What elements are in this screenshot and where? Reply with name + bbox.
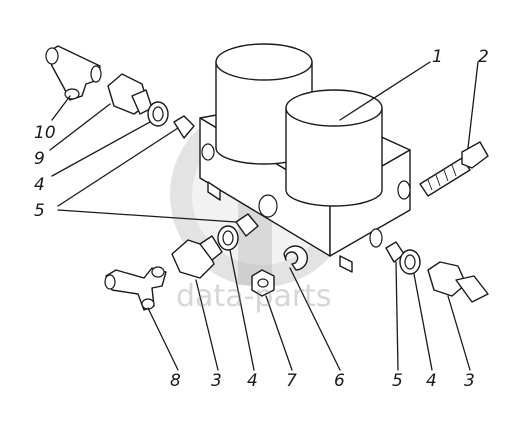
- callout-5-upper: 5: [34, 201, 45, 221]
- washer-upper: [147, 101, 169, 127]
- watermark-text: data-parts: [176, 279, 332, 314]
- callout-4-middle: 4: [247, 371, 258, 391]
- callout-3-middle: 3: [211, 371, 222, 391]
- sleeve-middle: [235, 213, 259, 237]
- union-nut-upper: [107, 73, 153, 115]
- bolt-part: [419, 141, 489, 197]
- leader-lines: [49, 61, 479, 371]
- callout-7: 7: [286, 371, 297, 391]
- fitting-middle: [171, 235, 223, 279]
- callout-4-right: 4: [426, 371, 437, 391]
- tee-fitting-upper: [45, 45, 102, 101]
- washer-middle: [217, 225, 239, 251]
- nut-part: [251, 269, 275, 297]
- callout-9: 9: [34, 149, 45, 169]
- callout-8: 8: [170, 371, 181, 391]
- sleeve-upper: [173, 115, 195, 139]
- callout-10: 10: [34, 123, 56, 143]
- callout-1: 1: [432, 47, 443, 67]
- tee-fitting-lower: [104, 266, 167, 311]
- callout-6: 6: [334, 371, 345, 391]
- callout-5-right: 5: [392, 371, 403, 391]
- lock-washer-part: [283, 245, 308, 271]
- callout-4-upper: 4: [34, 175, 45, 195]
- callout-2: 2: [478, 47, 489, 67]
- callout-3-right: 3: [464, 371, 475, 391]
- solenoid-front: [285, 89, 383, 207]
- fitting-right: [427, 261, 489, 303]
- washer-right: [399, 249, 421, 275]
